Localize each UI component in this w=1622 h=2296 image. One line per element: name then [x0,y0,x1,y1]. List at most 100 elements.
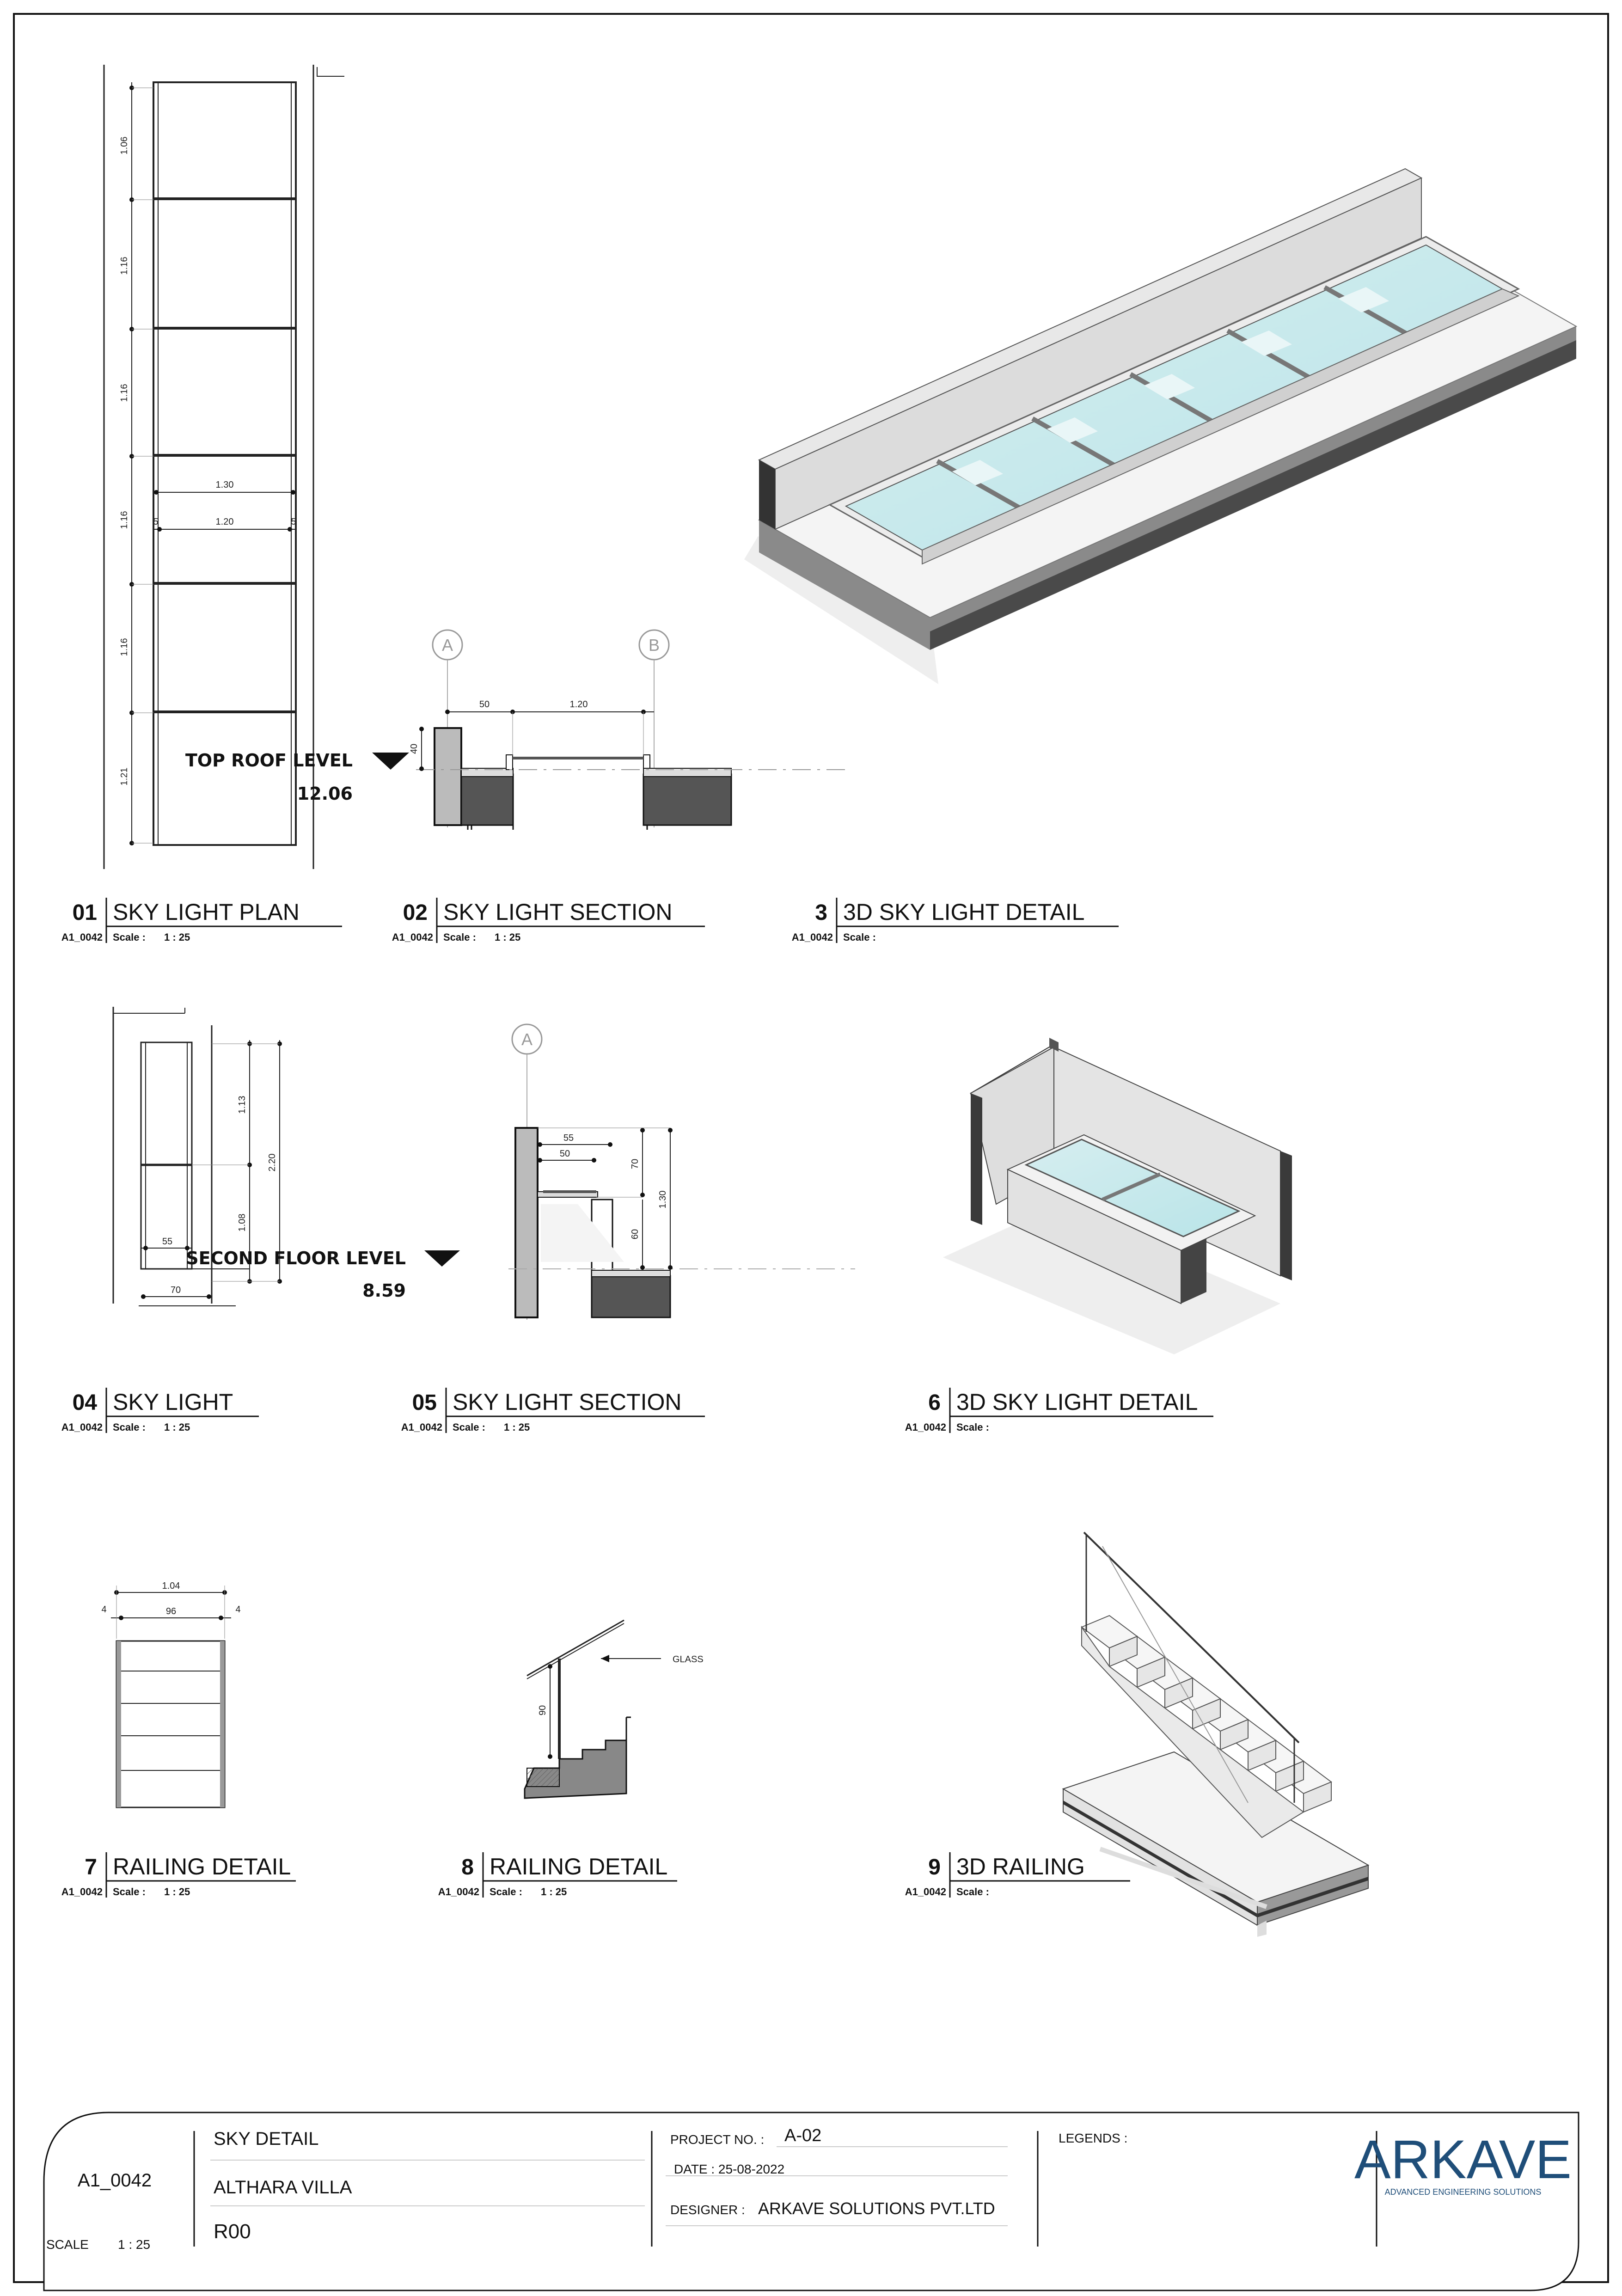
view-scale-label: Scale : [113,1886,146,1898]
view-sheet-ref: A1_0042 [905,1886,946,1898]
dim-sec02-a: 50 [479,699,490,710]
view-scale-label: Scale : [490,1886,522,1898]
level-name-top-roof: TOP ROOF LEVEL [185,750,353,771]
grid-label-a: A [442,636,453,655]
dim-r07-side-left: 4 [101,1604,106,1615]
view-02-sky-light-section: A B 50 1.20 40 TOP ROOF LEVEL 1 [185,629,851,830]
view-title-text: SKY LIGHT SECTION [443,899,673,925]
dim-p04-d: 55 [162,1237,172,1247]
dim-p04-c: 2.20 [267,1154,277,1172]
grid-label-b: B [649,636,660,655]
view-number: 04 [73,1390,98,1415]
view-title-3: 3 3D SKY LIGHT DETAIL A1_0042 Scale : [792,898,1119,943]
view-07-railing-detail: 1.04 96 4 4 [101,1581,241,1808]
dim-sec02-c: 40 [409,744,419,754]
tb-drawing-title: SKY DETAIL [214,2129,319,2149]
dim-r08-height: 90 [538,1705,548,1715]
view-title-text: RAILING DETAIL [113,1854,291,1880]
view-title-text: SKY LIGHT SECTION [453,1389,682,1415]
view-sheet-ref: A1_0042 [792,931,833,943]
view-sheet-ref: A1_0042 [61,931,103,943]
view-title-text: SKY LIGHT [113,1389,233,1415]
view-sheet-ref: A1_0042 [438,1886,479,1898]
level-marker-second-floor [424,1250,460,1267]
label-glass: GLASS [673,1654,704,1665]
view-number: 05 [412,1390,437,1415]
tb-project-name: ALTHARA VILLA [214,2177,352,2198]
view-scale-label: Scale : [453,1421,485,1433]
dim-plan-side-left: 5 [153,517,158,527]
view-number: 7 [85,1855,97,1880]
view-title-1: 01 SKY LIGHT PLAN A1_0042 Scale : 1 : 25 [61,898,342,943]
view-title-7: 7 RAILING DETAIL A1_0042 Scale : 1 : 25 [61,1852,296,1898]
view-number: 9 [928,1855,941,1880]
dim-plan-v1: 1.06 [119,137,129,155]
tb-project-no: A-02 [784,2126,821,2145]
dim-s05-e: 60 [630,1229,640,1239]
view-title-2: 02 SKY LIGHT SECTION A1_0042 Scale : 1 : 25 [392,898,705,943]
view-scale-label: Scale : [113,1421,146,1433]
view-scale-label: Scale : [843,931,876,943]
view-title-text: SKY LIGHT PLAN [113,899,300,925]
view-09-3d-railing [1062,1531,1370,1937]
view-number: 3 [815,900,827,925]
tb-scale-label: SCALE [46,2237,89,2252]
dim-s05-a: 55 [563,1133,574,1143]
grid-bubble-a [432,629,463,661]
view-sheet-ref: A1_0042 [61,1886,103,1898]
view-scale-value: 1 : 25 [164,931,190,943]
view-scale-value: 1 : 25 [495,931,520,943]
dim-p04-e: 70 [171,1285,181,1295]
arkave-logo: ARKAVE [1354,2129,1572,2190]
view-04-sky-light-plan: 1.13 1.08 2.20 55 70 SECOND FLOOR LEVEL … [112,1007,460,1306]
dim-r07-outer: 1.04 [162,1581,180,1591]
view-title-text: 3D SKY LIGHT DETAIL [956,1389,1198,1415]
tb-legends-label: LEGENDS : [1059,2131,1127,2145]
view-sheet-ref: A1_0042 [392,931,433,943]
view-title-5: 05 SKY LIGHT SECTION A1_0042 Scale : 1 : 25 [401,1388,705,1433]
dim-plan-h-outer: 1.30 [216,480,234,490]
view-scale-value: 1 : 25 [164,1886,190,1898]
dim-plan-v5: 1.16 [119,638,129,656]
view-06-3d-sky-light [943,1038,1292,1354]
view-01-sky-light-plan: 1.06 1.16 1.16 1.16 1.16 1.21 1.30 1.20 … [103,65,344,869]
tb-date: DATE : 25-08-2022 [674,2162,784,2176]
grid-label-a-05: A [521,1030,533,1049]
level-marker-top-roof [372,753,409,770]
dim-s05-b: 50 [560,1149,570,1159]
view-08-railing-detail: 90 GLASS [524,1619,704,1799]
dim-s05-c: 70 [630,1159,640,1169]
view-title-text: 3D SKY LIGHT DETAIL [843,899,1084,925]
view-scale-label: Scale : [443,931,476,943]
view-number: 01 [73,900,97,925]
tb-scale: 1 : 25 [118,2237,150,2252]
dim-p04-a: 1.13 [237,1096,247,1114]
tb-designer: ARKAVE SOLUTIONS PVT.LTD [758,2199,995,2218]
level-value-top-roof: 12.06 [297,784,353,804]
dim-sec02-b: 1.20 [570,699,588,710]
view-scale-label: Scale : [113,931,146,943]
dim-p04-b: 1.08 [237,1214,247,1232]
view-05-sky-light-section: A 55 50 70 1.30 60 [508,1023,855,1320]
view-sheet-ref: A1_0042 [401,1421,442,1433]
view-03-3d-sky-light [744,168,1578,684]
dim-plan-v4: 1.16 [119,511,129,529]
view-scale-value: 1 : 25 [541,1886,567,1898]
view-scale-label: Scale : [956,1886,989,1898]
level-name-second-floor: SECOND FLOOR LEVEL [186,1248,406,1268]
dim-plan-v3: 1.16 [119,384,129,402]
view-number: 02 [403,900,428,925]
dim-plan-h-inner: 1.20 [216,517,234,527]
view-title-text: RAILING DETAIL [490,1854,667,1880]
grid-bubble-b [638,629,670,661]
tb-revision: R00 [214,2220,251,2243]
tb-sheet-no: A1_0042 [78,2170,152,2191]
view-scale-value: 1 : 25 [164,1421,190,1433]
view-scale-value: 1 : 25 [504,1421,530,1433]
dim-r07-side-right: 4 [235,1604,240,1615]
